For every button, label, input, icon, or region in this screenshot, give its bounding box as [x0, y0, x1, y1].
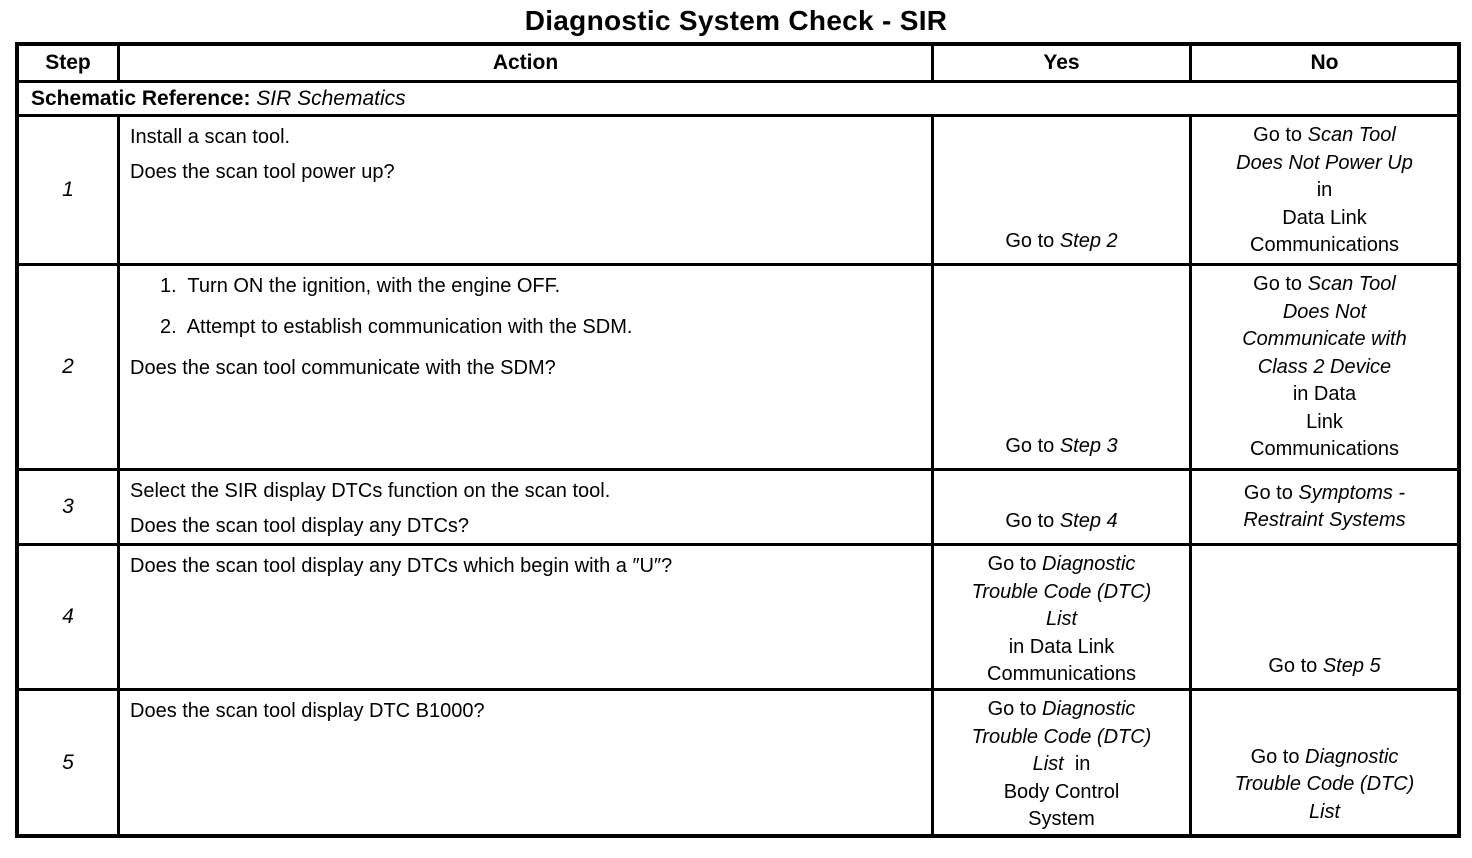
- text-line: Install a scan tool.: [130, 126, 291, 148]
- schematic-reference-value: SIR Schematics: [256, 86, 406, 110]
- step-cell-1: 1: [19, 117, 120, 266]
- page-title: Diagnostic System Check - SIR: [524, 5, 948, 36]
- text-line: 1. Turn ON the ignition, with the engine…: [160, 275, 561, 297]
- text-line: Class 2 Device: [1257, 355, 1392, 378]
- text-line: Select the SIR display DTCs function on …: [130, 480, 611, 502]
- column-header-action: Action: [120, 46, 934, 83]
- text-line: Communications: [1250, 234, 1399, 256]
- text-line: Does the scan tool display any DTCs?: [130, 515, 470, 537]
- text-line: Data Link: [1282, 206, 1367, 229]
- yes-cell-1: Go to Step 2: [934, 117, 1192, 266]
- text-line: in: [1316, 179, 1333, 201]
- text-line: Link: [1306, 410, 1343, 433]
- text-line: Go to Scan Tool: [1253, 273, 1396, 295]
- text-line: Trouble Code (DTC): [1234, 773, 1415, 795]
- text-line: Trouble Code (DTC): [971, 725, 1152, 748]
- text-line: Communications: [1250, 438, 1399, 460]
- text-line: Does Not Power Up: [1236, 151, 1413, 174]
- step-cell-2: 2: [19, 266, 120, 471]
- no-cell-4: Go to Step 5: [1192, 546, 1457, 691]
- text-line: Communications: [987, 663, 1136, 685]
- text-line: Communicate with: [1242, 328, 1407, 350]
- text-line: Does the scan tool display any DTCs whic…: [130, 555, 673, 577]
- text-line: List in: [1032, 753, 1091, 775]
- text-line: in Data Link: [1008, 635, 1115, 658]
- text-line: Go to Diagnostic: [1250, 745, 1399, 768]
- text-line: Go to Symptoms -: [1243, 481, 1406, 504]
- text-line: Go to Scan Tool: [1253, 124, 1396, 146]
- column-header-yes: Yes: [934, 46, 1192, 83]
- no-cell-3: Go to Symptoms - Restraint Systems: [1192, 471, 1457, 546]
- action-cell-2: 1. Turn ON the ignition, with the engine…: [120, 266, 934, 471]
- text-line: System: [1028, 808, 1095, 830]
- text-line: Does the scan tool display DTC B1000?: [130, 700, 485, 722]
- action-cell-5: Does the scan tool display DTC B1000?: [120, 691, 934, 834]
- action-cell-1: Install a scan tool. Does the scan tool p…: [120, 117, 934, 266]
- diagnostic-table: Step Action Yes No Schematic Reference: …: [15, 42, 1461, 838]
- yes-cell-3: Go to Step 4: [934, 471, 1192, 546]
- text-line: Go to Diagnostic: [987, 698, 1136, 720]
- text-line: Go to Step 4: [1005, 509, 1118, 532]
- text-line: 2. Attempt to establish communication wi…: [160, 316, 633, 338]
- step-cell-3: 3: [19, 471, 120, 546]
- text-line: Does Not: [1282, 300, 1367, 323]
- step-cell-5: 5: [19, 691, 120, 834]
- column-header-step: Step: [19, 46, 120, 83]
- step-cell-4: 4: [19, 546, 120, 691]
- action-cell-3: Select the SIR display DTCs function on …: [120, 471, 934, 546]
- text-line: Go to Step 2: [1005, 229, 1118, 252]
- schematic-reference-label: Schematic Reference:: [31, 86, 257, 110]
- schematic-reference-row: Schematic Reference: SIR Schematics: [19, 83, 1457, 117]
- text-line: Trouble Code (DTC): [971, 580, 1152, 603]
- text-line: Go to Step 3: [1005, 434, 1118, 457]
- text-line: Does the scan tool power up?: [130, 161, 395, 183]
- text-line: Body Control: [1003, 780, 1120, 803]
- text-line: List: [1045, 608, 1078, 630]
- text-line: List: [1308, 800, 1341, 823]
- text-line: in Data: [1292, 383, 1357, 405]
- action-cell-4: Does the scan tool display any DTCs whic…: [120, 546, 934, 691]
- text-line: Restraint Systems: [1243, 509, 1406, 531]
- yes-cell-2: Go to Step 3: [934, 266, 1192, 471]
- text-line: Does the scan tool communicate with the …: [130, 357, 556, 379]
- column-header-no: No: [1192, 46, 1457, 83]
- text-line: Go to Step 5: [1268, 654, 1381, 677]
- text-line: Go to Diagnostic: [987, 553, 1136, 575]
